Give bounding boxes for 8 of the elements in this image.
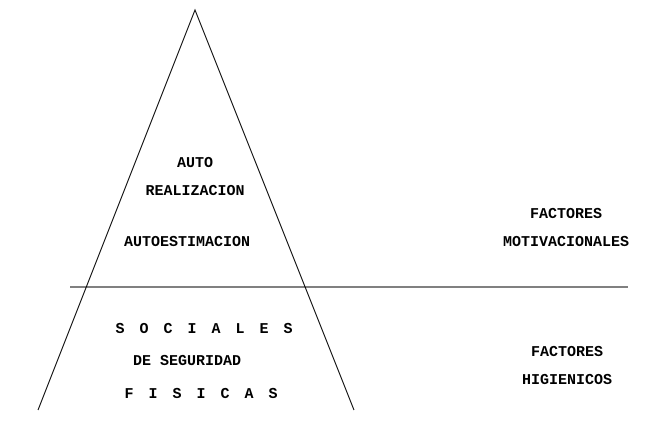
factor-label: FACTORES MOTIVACIONALES — [504, 208, 629, 246]
factor-label: FACTORES HIGIENICOS — [523, 346, 612, 384]
pyramid-drawing — [38, 8, 354, 410]
pyramid-text: F I S I C A S — [126, 388, 278, 398]
pyramid-text: S O C I A L E S — [116, 322, 292, 334]
pyramid-text: AUTO REALIZACION — [146, 156, 244, 196]
pyramid-text: AUTOESTIMACION — [124, 236, 249, 246]
pyramid-text: DE SEGURIDAD — [134, 354, 240, 366]
